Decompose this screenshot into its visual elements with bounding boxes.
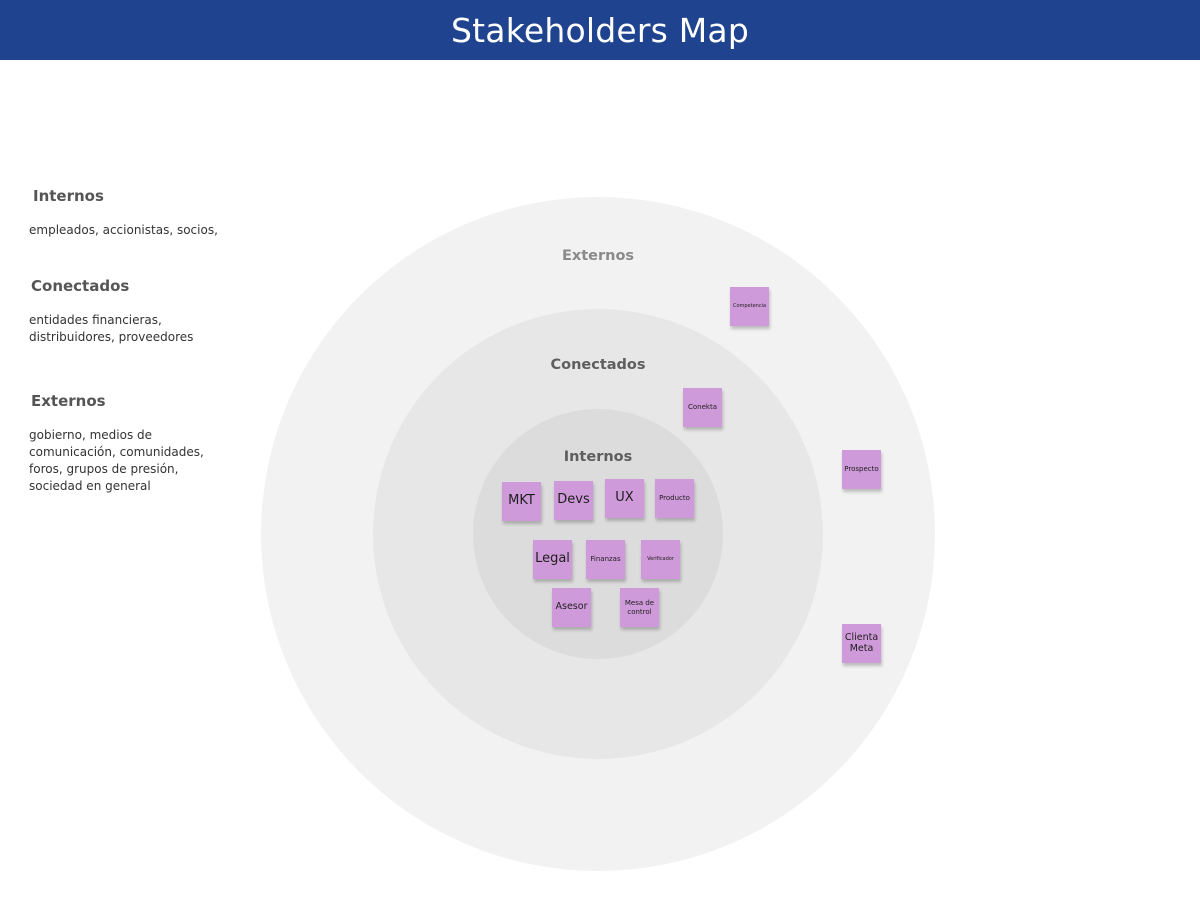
sticky-note-mkt[interactable]: MKT <box>502 482 541 521</box>
legend-desc-internos: empleados, accionistas, socios, <box>29 223 218 237</box>
page-title: Stakeholders Map <box>451 10 749 50</box>
sticky-note-ux[interactable]: UX <box>605 479 644 518</box>
sticky-note-competencia[interactable]: Competencia <box>730 287 769 326</box>
sticky-note-devs[interactable]: Devs <box>554 481 593 520</box>
legend-desc-externos: gobierno, medios de comunicación, comuni… <box>29 428 204 493</box>
sticky-note-conekta[interactable]: Conekta <box>683 388 722 427</box>
sticky-note-finanzas[interactable]: Finanzas <box>586 540 625 579</box>
legend-desc-conectados: entidades financieras, distribuidores, p… <box>29 313 194 344</box>
ring-label-externos: Externos <box>561 248 635 264</box>
sticky-note-asesor[interactable]: Asesor <box>552 588 591 627</box>
ring-label-conectados: Conectados <box>550 357 646 373</box>
ring-label-internos: Internos <box>563 449 633 465</box>
sticky-note-mesa-de-control[interactable]: Mesa de control <box>620 588 659 627</box>
sticky-note-legal[interactable]: Legal <box>533 540 572 579</box>
sticky-note-verificador[interactable]: Verificador <box>641 540 680 579</box>
sticky-note-producto[interactable]: Producto <box>655 479 694 518</box>
legend-title-externos: Externos <box>31 392 106 410</box>
sticky-note-clienta-meta[interactable]: Clienta Meta <box>842 624 881 663</box>
ring-internos <box>473 409 723 659</box>
sticky-note-prospecto[interactable]: Prospecto <box>842 450 881 489</box>
header-bar: Stakeholders Map <box>0 0 1200 60</box>
legend-title-internos: Internos <box>33 187 104 205</box>
legend-title-conectados: Conectados <box>31 277 130 295</box>
